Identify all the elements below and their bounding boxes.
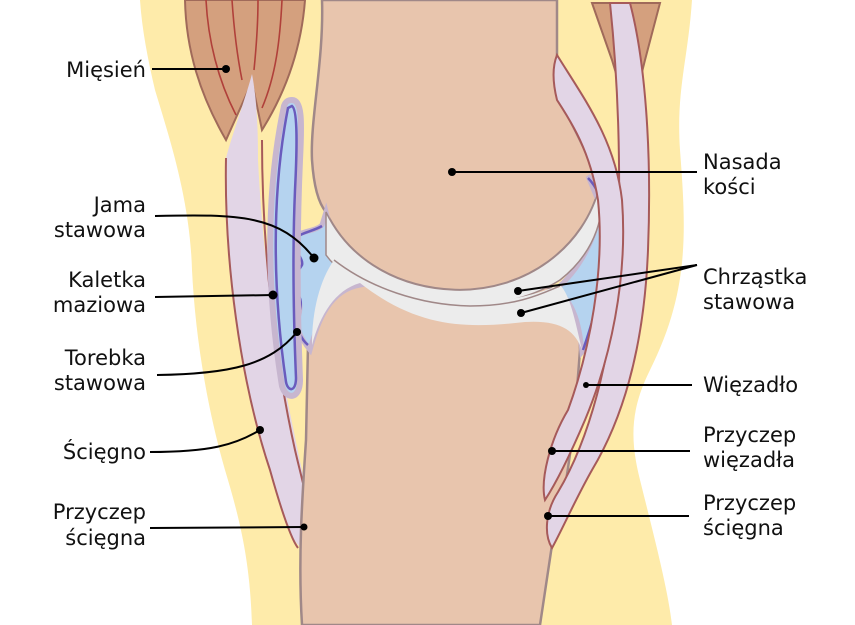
label-tendon-insertion-right-line2: ścięgna <box>703 516 784 540</box>
muscle <box>183 0 307 143</box>
label-capsule-line1: Torebka <box>64 346 146 370</box>
label-capsule-line2: stawowa <box>54 371 146 395</box>
label-muscle: Mięsień <box>66 58 146 82</box>
label-joint-cavity-line1: Jama <box>92 193 146 217</box>
ligament-right <box>542 52 625 503</box>
label-joint-cavity-line2: stawowa <box>54 218 146 242</box>
label-epiphysis-line1: Nasada <box>703 150 782 174</box>
label-tendon-insertion-left-line1: Przyczep <box>53 500 146 524</box>
femur <box>310 0 602 292</box>
label-bursa-line1: Kaletka <box>68 268 146 292</box>
label-ligament-insertion-line1: Przyczep <box>703 423 796 447</box>
leader-lines <box>149 65 698 531</box>
label-tendon-insertion-right-line1: Przyczep <box>703 491 796 515</box>
label-tendon-insertion-left-line2: ścięgna <box>65 526 146 550</box>
label-ligament-insertion-line2: więzadła <box>703 448 795 472</box>
label-ligament: Więzadło <box>703 373 798 397</box>
label-tendon: Ścięgno <box>63 439 146 464</box>
tibia <box>299 281 582 625</box>
label-bursa-line2: maziowa <box>53 293 146 317</box>
label-epiphysis-line2: kości <box>703 175 756 199</box>
label-cartilage-line1: Chrząstka <box>703 265 807 289</box>
label-cartilage-line2: stawowa <box>703 290 795 314</box>
